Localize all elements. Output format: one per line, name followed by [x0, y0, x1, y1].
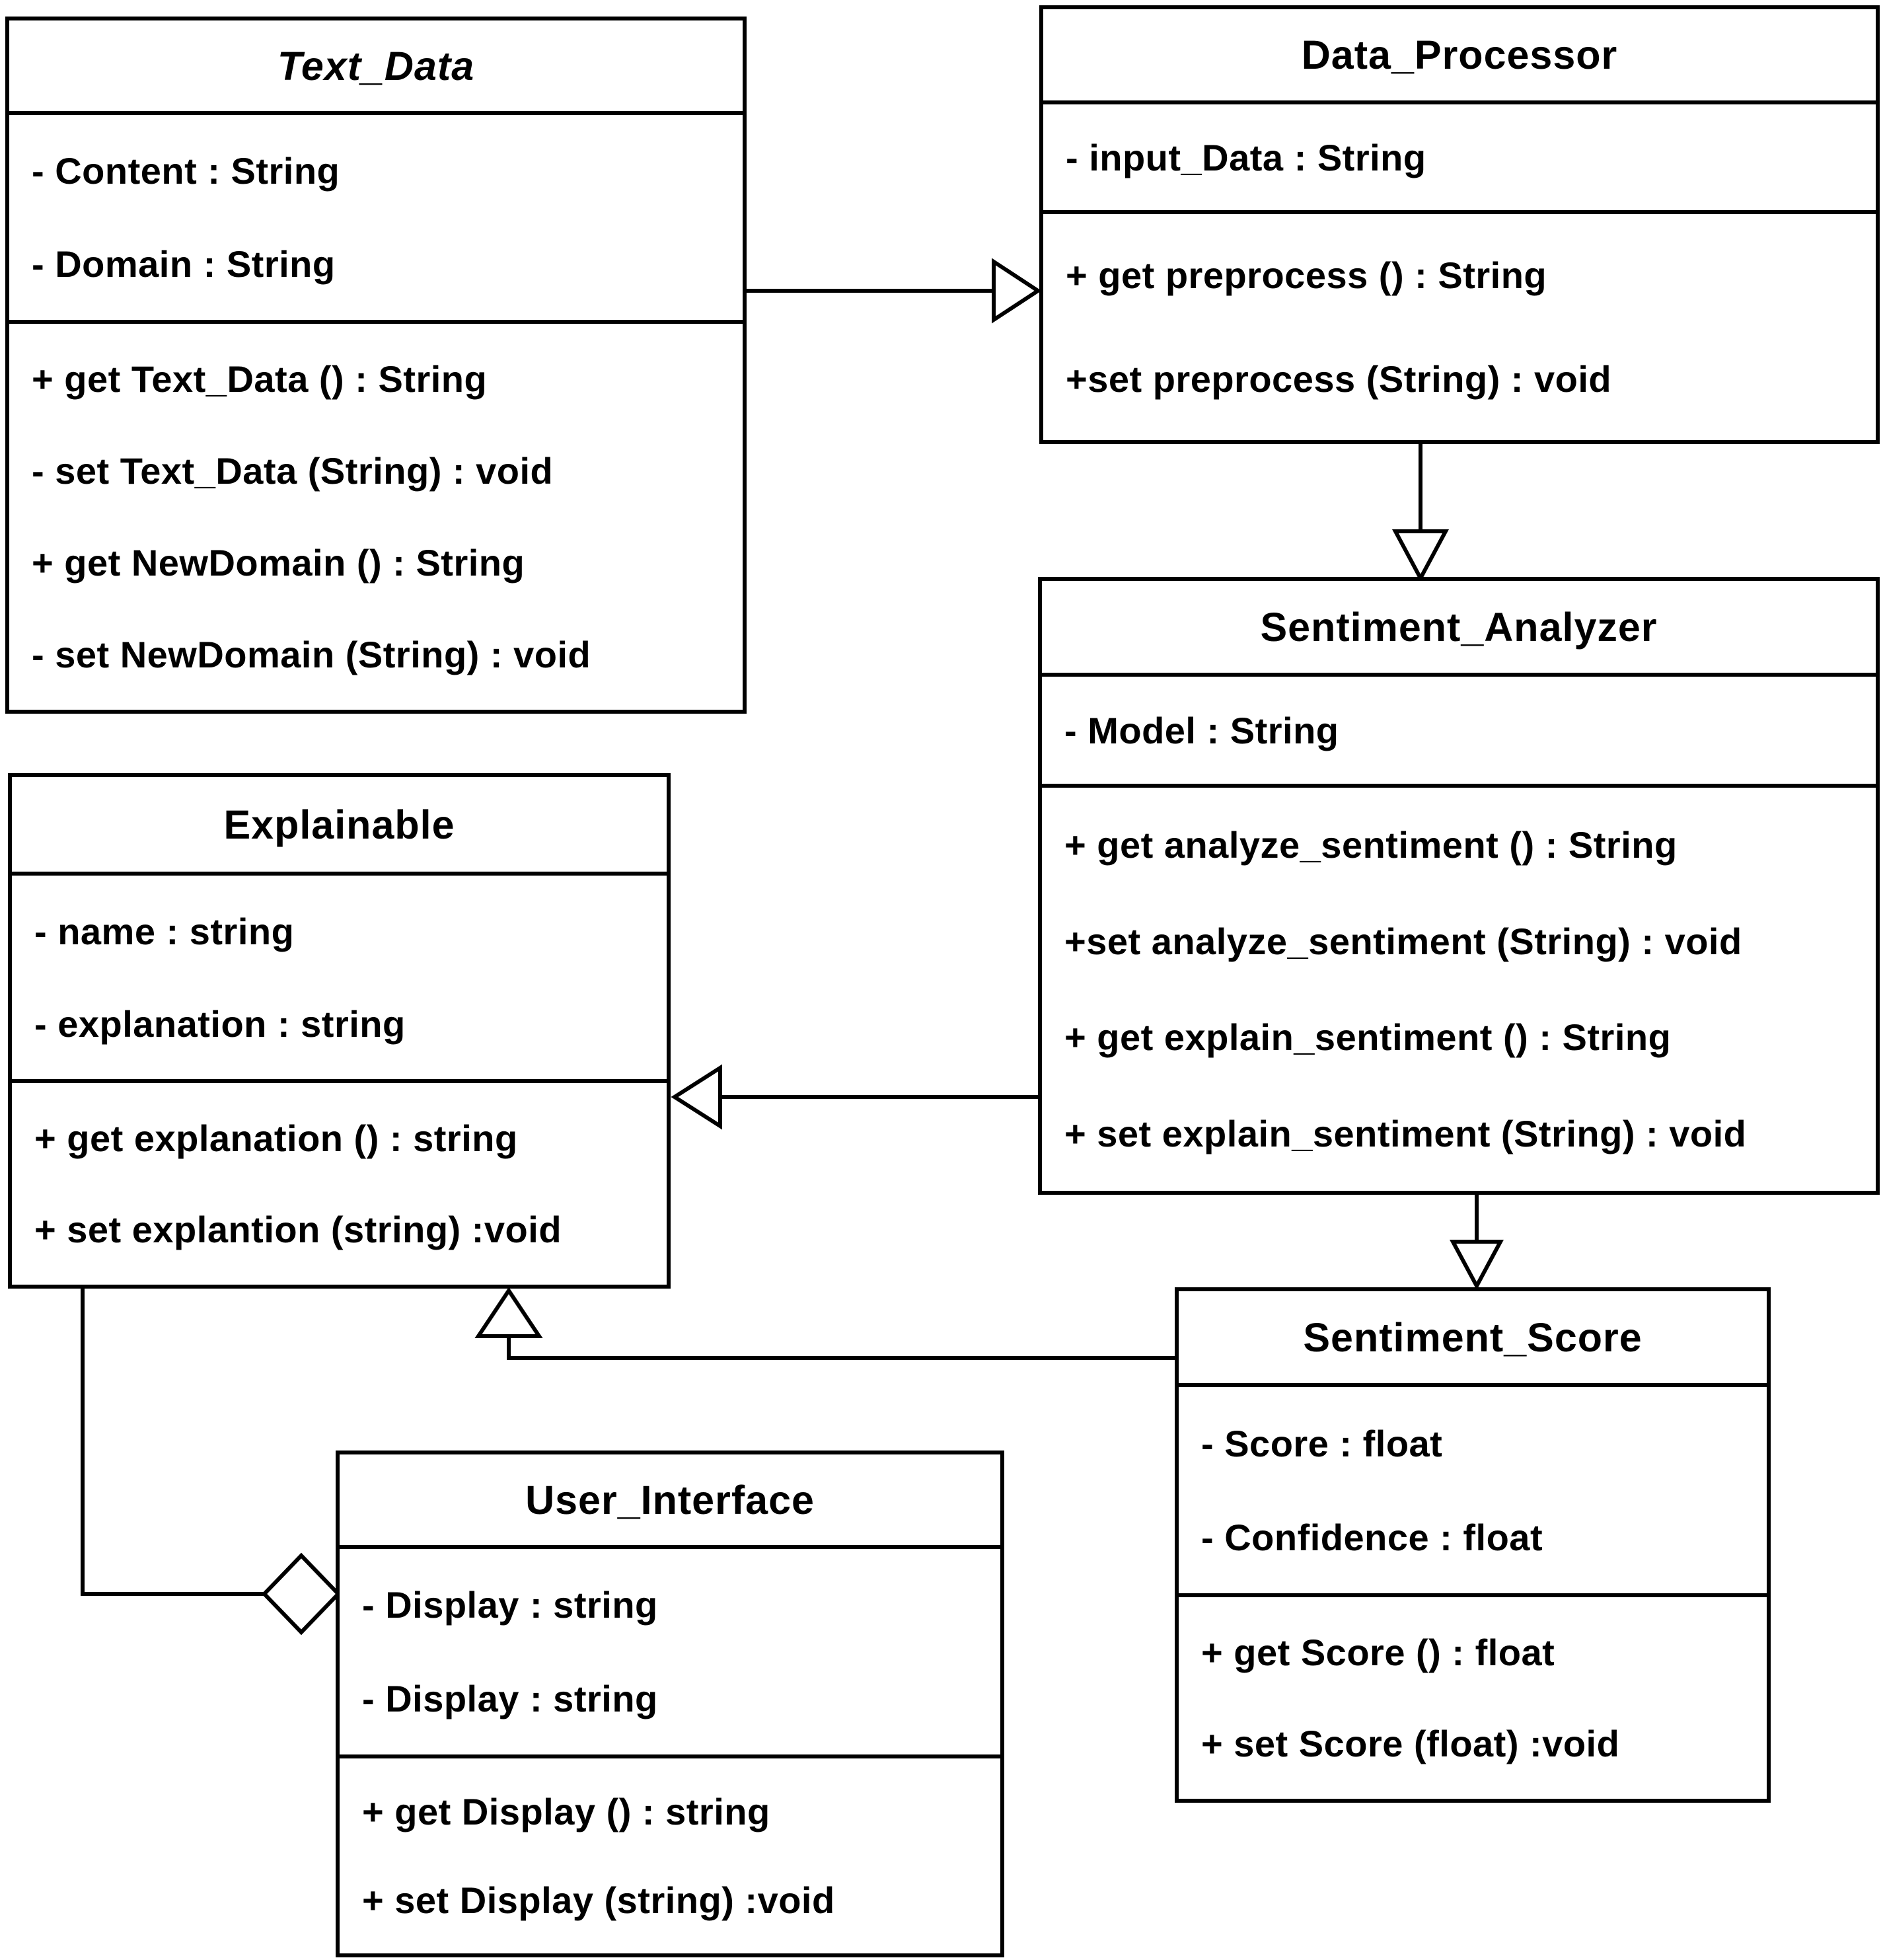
attributes-compartment: - Display : string - Display : string [340, 1549, 1000, 1758]
attributes-compartment: - input_Data : String [1043, 104, 1876, 214]
methods-compartment: + get analyze_sentiment () : String +set… [1042, 788, 1876, 1191]
class-title-sentiment-analyzer: Sentiment_Analyzer [1042, 581, 1876, 677]
hollow-triangle-up-icon [474, 1287, 543, 1338]
hollow-triangle-down-icon [1449, 1240, 1504, 1291]
attribute-row: - Model : String [1064, 709, 1339, 751]
class-box-explainable: Explainable - name : string - explanatio… [8, 773, 671, 1289]
class-title-data-processor: Data_Processor [1043, 9, 1876, 104]
connector-sentimentanalyzer-explainable [671, 1064, 1039, 1130]
class-box-data-processor: Data_Processor - input_Data : String + g… [1039, 5, 1880, 444]
attribute-row: - Score : float [1201, 1422, 1443, 1464]
method-row: + get explanation () : string [34, 1117, 518, 1159]
class-title-sentiment-score: Sentiment_Score [1179, 1291, 1767, 1387]
hollow-triangle-down-icon [1391, 529, 1450, 583]
method-row: + get analyze_sentiment () : String [1064, 824, 1678, 866]
methods-compartment: + get preprocess () : String +set prepro… [1043, 214, 1876, 440]
attribute-row: - Display : string [362, 1677, 658, 1719]
method-row: - set Text_Data (String) : void [32, 450, 554, 492]
method-row: +set analyze_sentiment (String) : void [1064, 920, 1742, 962]
methods-compartment: + get explanation () : string + set expl… [12, 1083, 667, 1285]
class-title-explainable: Explainable [12, 777, 667, 876]
method-row: +set preprocess (String) : void [1066, 358, 1612, 400]
attribute-row: - name : string [34, 910, 295, 952]
attributes-compartment: - Model : String [1042, 677, 1876, 788]
class-title-text-data: Text_Data [9, 20, 743, 115]
methods-compartment: + get Display () : string + set Display … [340, 1758, 1000, 1953]
methods-compartment: + get Score () : float + set Score (floa… [1179, 1597, 1767, 1799]
methods-compartment: + get Text_Data () : String - set Text_D… [9, 324, 743, 710]
method-row: + set Score (float) :void [1201, 1723, 1620, 1765]
method-row: + get explain_sentiment () : String [1064, 1016, 1672, 1059]
connector-dataprocessor-sentimentanalyzer [1391, 441, 1450, 583]
method-row: + set explain_sentiment (String) : void [1064, 1112, 1747, 1154]
attributes-compartment: - Content : String - Domain : String [9, 115, 743, 324]
connector-sentimentscore-explainable [474, 1287, 1176, 1360]
method-row: + get Display () : string [362, 1791, 770, 1833]
method-row: + get NewDomain () : String [32, 542, 525, 584]
attributes-compartment: - name : string - explanation : string [12, 876, 667, 1083]
attribute-row: - explanation : string [34, 1002, 406, 1045]
class-box-sentiment-score: Sentiment_Score - Score : float - Confid… [1175, 1287, 1771, 1803]
hollow-triangle-left-icon [671, 1064, 722, 1130]
connector-textdata-dataprocessor [745, 258, 1042, 324]
method-row: + set explantion (string) :void [34, 1209, 562, 1251]
connector-sentimentanalyzer-sentimentscore [1449, 1193, 1504, 1291]
method-row: - set NewDomain (String) : void [32, 634, 591, 675]
method-row: + get Score () : float [1201, 1631, 1555, 1673]
hollow-diamond-icon [261, 1552, 342, 1636]
hollow-triangle-right-icon [992, 258, 1042, 324]
method-row: + set Display (string) :void [362, 1879, 835, 1921]
class-title-user-interface: User_Interface [340, 1454, 1000, 1549]
class-box-text-data: Text_Data - Content : String - Domain : … [5, 17, 747, 714]
attribute-row: - Confidence : float [1201, 1516, 1543, 1558]
method-row: + get Text_Data () : String [32, 358, 488, 400]
class-box-user-interface: User_Interface - Display : string - Disp… [336, 1451, 1004, 1957]
attributes-compartment: - Score : float - Confidence : float [1179, 1387, 1767, 1597]
connector-explainable-userinterface [81, 1289, 342, 1636]
attribute-row: - Content : String [32, 150, 340, 192]
class-box-sentiment-analyzer: Sentiment_Analyzer - Model : String + ge… [1038, 577, 1880, 1195]
method-row: + get preprocess () : String [1066, 254, 1547, 296]
attribute-row: - Display : string [362, 1584, 658, 1626]
attribute-row: - Domain : String [32, 243, 336, 285]
attribute-row: - input_Data : String [1066, 136, 1426, 178]
